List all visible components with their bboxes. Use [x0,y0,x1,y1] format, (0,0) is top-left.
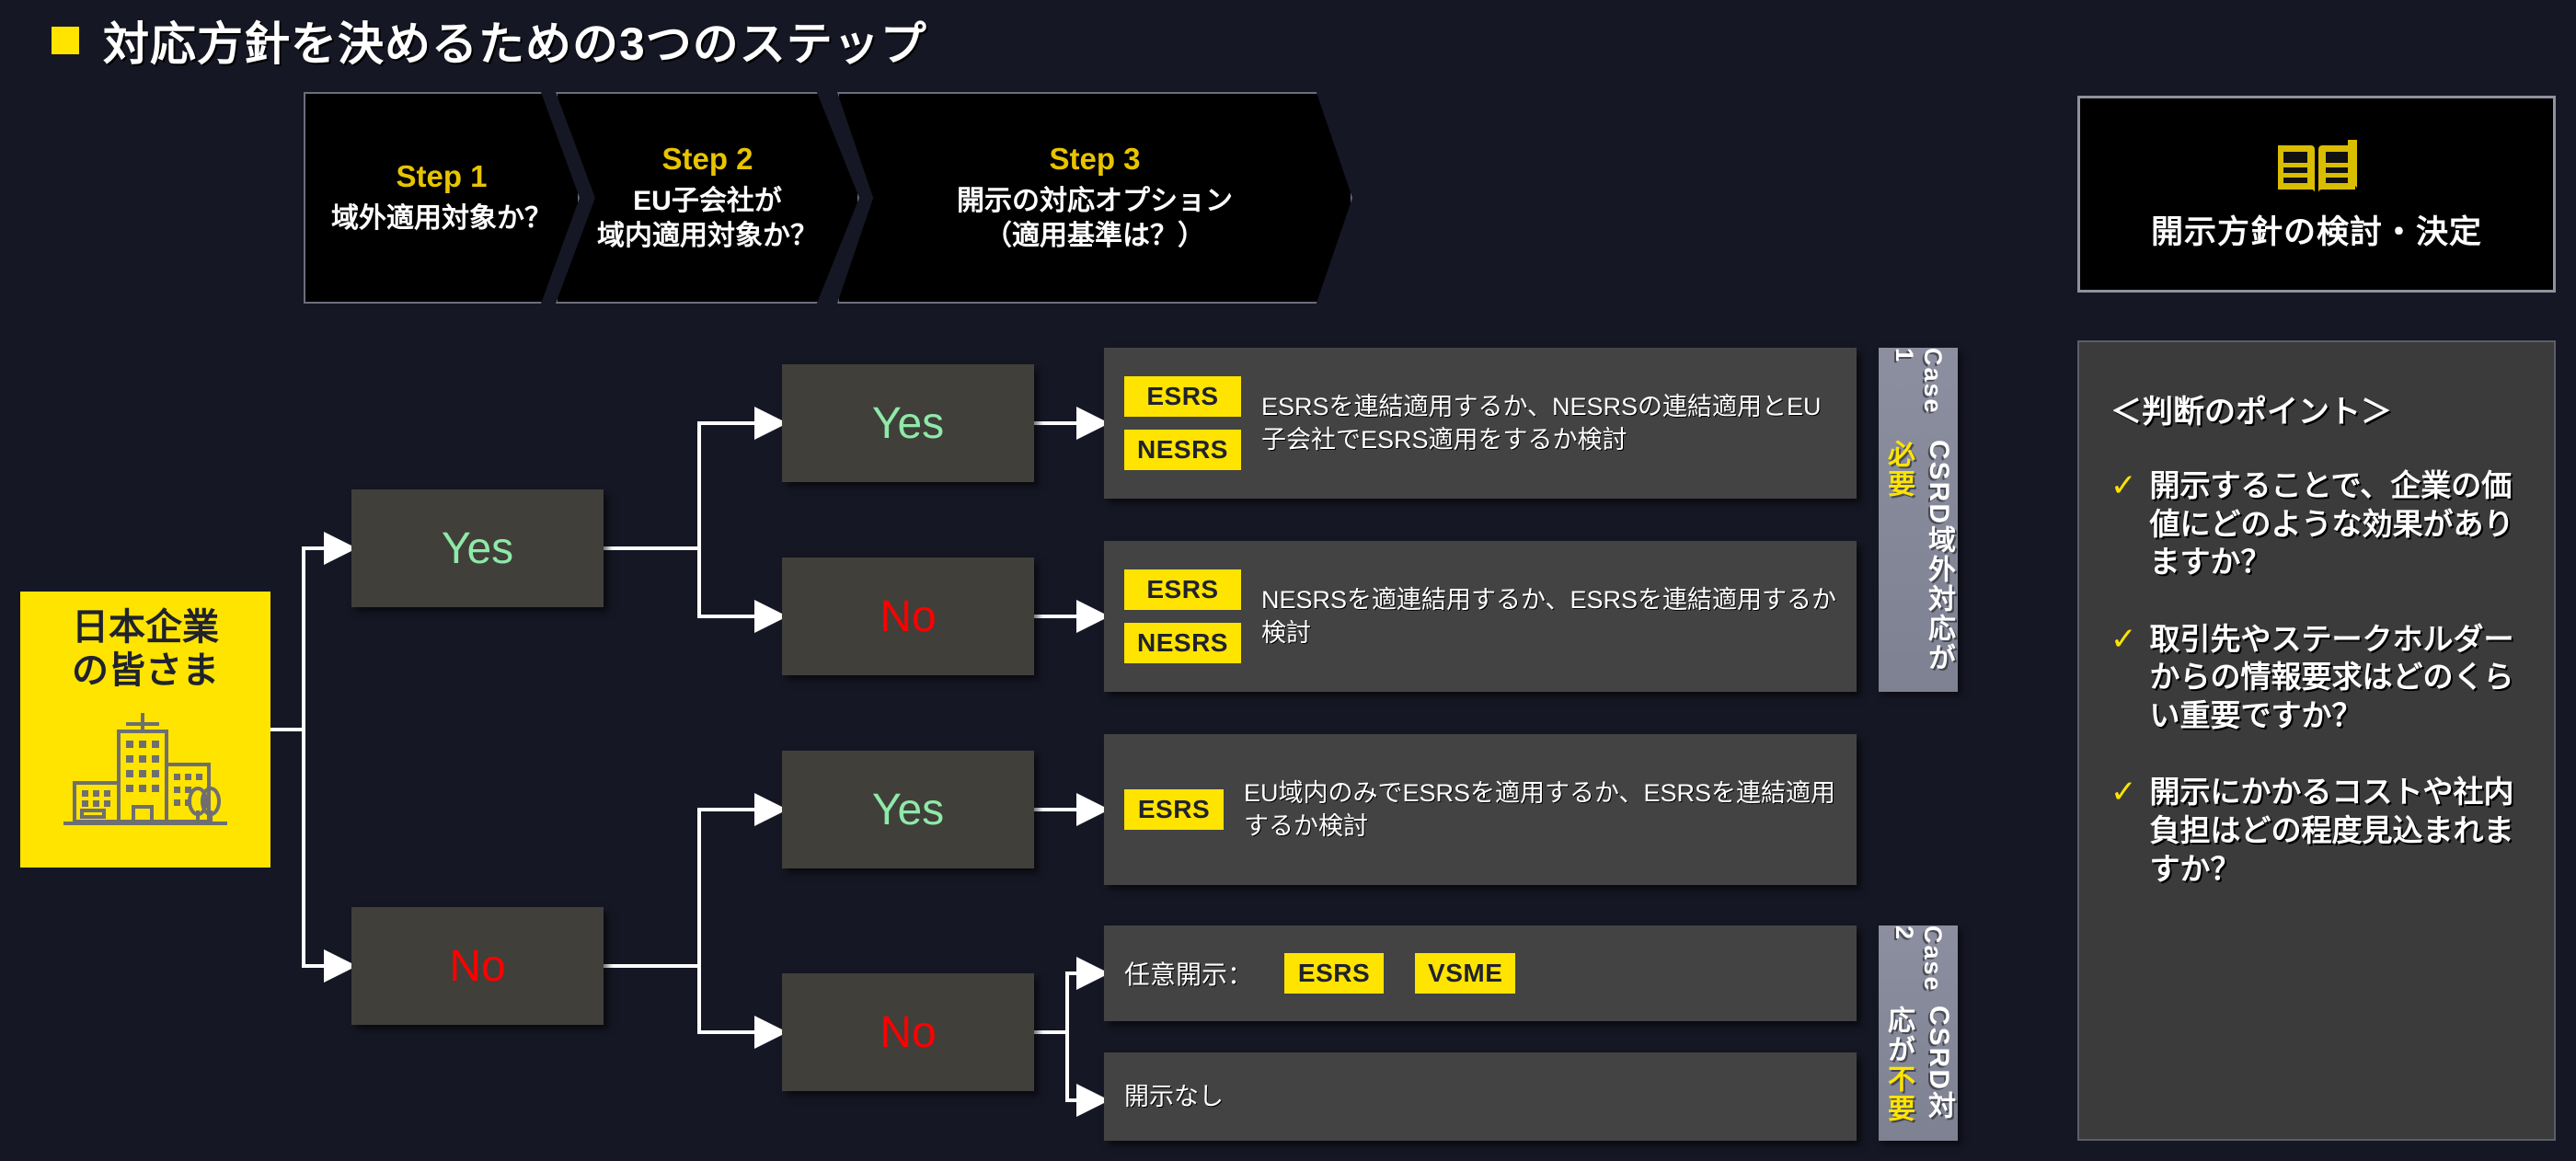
case-band-1[interactable]: Case 1 CSRD域外対応が必要 [1879,348,1958,692]
outcome-box-no-disclosure[interactable]: 開示なし [1104,1052,1857,1141]
step-3-number: Step 3 [1049,141,1141,176]
slide-title: 対応方針を決めるための3つのステップ [52,7,927,74]
decision-step2-yes-bottom[interactable]: Yes [782,751,1034,868]
case-2-label: Case 2 [1891,925,1947,993]
tag-esrs: ESRS [1124,789,1224,830]
step-chevron-2[interactable]: Step 2 EU子会社が 域内適用対象か？ [556,92,859,304]
judgment-point-item: ✓ 開示にかかるコストや社内負担はどの程度見込まれますか？ [2110,773,2523,888]
outcome-2-tags: ESRS NESRS [1124,569,1241,663]
step-3-line-2: （適用基準は？） [984,221,1205,251]
case-band-2[interactable]: Case 2 CSRD対応が不要 [1879,925,1958,1141]
check-icon: ✓ [2110,775,2137,810]
case-1-description: CSRD域外対応が必要 [1883,439,1954,672]
outcome-2-text: NESRSを適連結用するか、ESRSを連結適用するか検討 [1260,585,1836,647]
outcome-3-tags: ESRS [1124,789,1224,830]
decision-step2-yes-bottom-label: Yes [871,785,945,834]
title-bullet-icon [52,27,79,54]
no-disclosure-text: 開示なし [1124,1082,1224,1110]
tag-esrs: ESRS [1284,953,1385,994]
case-2-vertical-text: Case 2 CSRD対応が不要 [1878,925,1959,1141]
entry-node-japanese-companies[interactable]: 日本企業 の皆さま [20,592,270,868]
entry-node-line-1: 日本企業 [72,607,219,648]
check-icon: ✓ [2110,468,2137,503]
judgment-point-1-text: 開示することで、企業の価値にどのような効果がありますか？ [2149,468,2514,580]
judgment-point-2-text: 取引先やステークホルダーからの情報要求はどのくらい重要ですか？ [2149,621,2514,732]
optional-disclosure-row: 任意開示： ESRS VSME [1124,953,1516,994]
tag-nesrs: NESRS [1124,623,1241,663]
tag-esrs: ESRS [1124,569,1241,610]
tag-esrs: ESRS [1124,376,1241,417]
tag-nesrs: NESRS [1124,430,1241,470]
step-2-line-2: 域内適用対象か？ [597,221,818,251]
judgment-point-item: ✓ 取引先やステークホルダーからの情報要求はどのくらい重要ですか？ [2110,620,2523,735]
disclosure-policy-header-card[interactable]: 開示方針の検討・決定 [2077,96,2556,293]
step-chevron-1[interactable]: Step 1 域外適用対象か？ [304,92,580,304]
decision-step2-no-top[interactable]: No [782,558,1034,675]
outcome-box-3[interactable]: ESRS EU域内のみでESRSを適用するか、ESRSを連結適用するか検討 [1104,734,1857,885]
decision-step2-yes-top[interactable]: Yes [782,364,1034,482]
outcome-3-text: EU域内のみでESRSを適用するか、ESRSを連結適用するか検討 [1244,778,1836,840]
step-chevron-3[interactable]: Step 3 開示の対応オプション （適用基準は？） [837,92,1352,304]
judgment-points-panel: ＜判断のポイント＞ ✓ 開示することで、企業の価値にどのような効果がありますか？… [2077,340,2556,1141]
step-1-line-1: 域外適用対象か？ [331,202,552,234]
step-2-number: Step 2 [661,141,753,176]
step-2-line-1: EU子会社が [633,185,782,216]
page-title: 対応方針を決めるための3つのステップ [103,18,927,70]
outcome-1-text: ESRSを連結適用するか、NESRSの連結適用とEU子会社でESRS適用をするか… [1260,392,1822,454]
tag-vsme: VSME [1415,953,1516,994]
step-1-number: Step 1 [396,158,488,193]
entry-node-line-2: の皆さま [72,650,219,692]
decision-step1-no-label: No [449,941,506,991]
outcome-box-optional-disclosure[interactable]: 任意開示： ESRS VSME [1104,925,1857,1021]
city-buildings-icon [63,713,227,826]
decision-step2-yes-top-label: Yes [871,398,945,448]
judgment-point-item: ✓ 開示することで、企業の価値にどのような効果がありますか？ [2110,466,2523,581]
decision-step1-yes-label: Yes [441,523,514,573]
check-icon: ✓ [2110,621,2137,657]
outcome-1-tags: ESRS NESRS [1124,376,1241,470]
case-2-description: CSRD対応が不要 [1883,1005,1954,1123]
outcome-box-1[interactable]: ESRS NESRS ESRSを連結適用するか、NESRSの連結適用とEU子会社… [1104,348,1857,499]
judgment-points-heading: ＜判断のポイント＞ [2110,395,2392,430]
judgment-point-3-text: 開示にかかるコストや社内負担はどの程度見込まれますか？ [2149,775,2514,886]
decision-step2-no-top-label: No [880,592,937,641]
disclosure-policy-header-label: 開示方針の検討・決定 [2150,213,2482,250]
outcome-box-2[interactable]: ESRS NESRS NESRSを適連結用するか、ESRSを連結適用するか検討 [1104,541,1857,692]
open-book-icon [2278,139,2357,193]
decision-step1-no[interactable]: No [351,907,604,1025]
optional-disclosure-label: 任意開示： [1124,960,1254,989]
decision-step2-no-bottom[interactable]: No [782,973,1034,1091]
case-1-label: Case 1 [1891,348,1947,415]
case-1-vertical-text: Case 1 CSRD域外対応が必要 [1878,348,1959,692]
decision-step1-yes[interactable]: Yes [351,489,604,607]
step-3-line-1: 開示の対応オプション [957,185,1233,216]
decision-step2-no-bottom-label: No [880,1007,937,1057]
